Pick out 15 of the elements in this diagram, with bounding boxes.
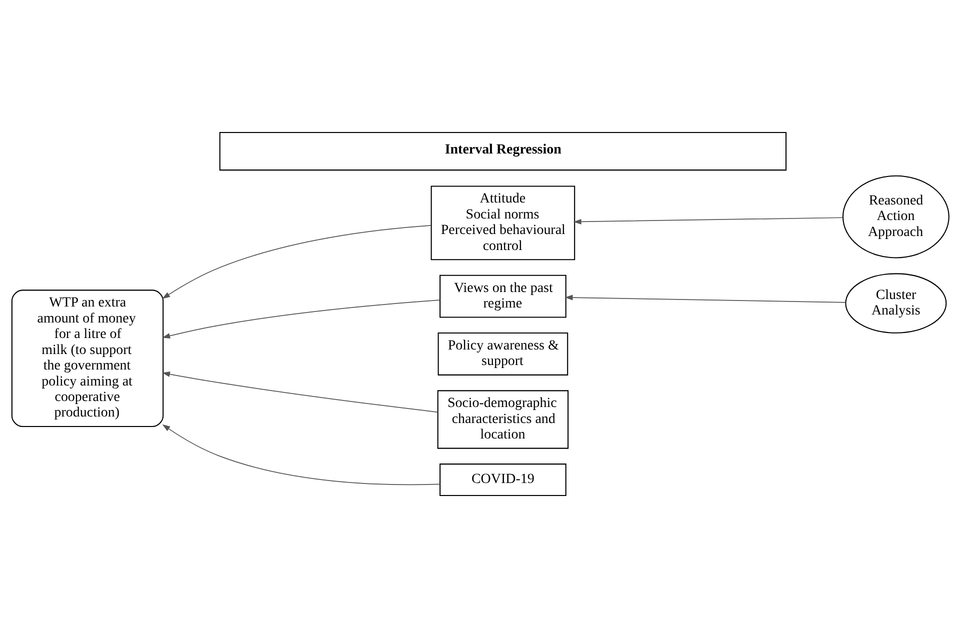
arrow xyxy=(162,371,438,412)
node-box: Policy awareness & support xyxy=(438,332,568,375)
node-ellipse: Reasoned Action Approach xyxy=(842,174,950,258)
arrow xyxy=(162,424,440,485)
arrow xyxy=(564,294,846,302)
node-box: Attitude Social norms Perceived behavioural control xyxy=(430,185,576,260)
node-box: Interval Regression xyxy=(219,131,787,170)
arrow xyxy=(573,216,844,224)
arrow xyxy=(162,224,432,298)
node-box: COVID-19 xyxy=(440,463,566,496)
node-ellipse: Cluster Analysis xyxy=(845,272,947,333)
node-box: Views on the past regime xyxy=(440,274,566,318)
node-box: Socio-demographic characteristics and location xyxy=(437,390,569,448)
node-box: WTP an extra amount of money for a litre of milk (to support the government policy aiming at cooperative production) xyxy=(11,289,164,426)
arrow xyxy=(162,299,440,338)
